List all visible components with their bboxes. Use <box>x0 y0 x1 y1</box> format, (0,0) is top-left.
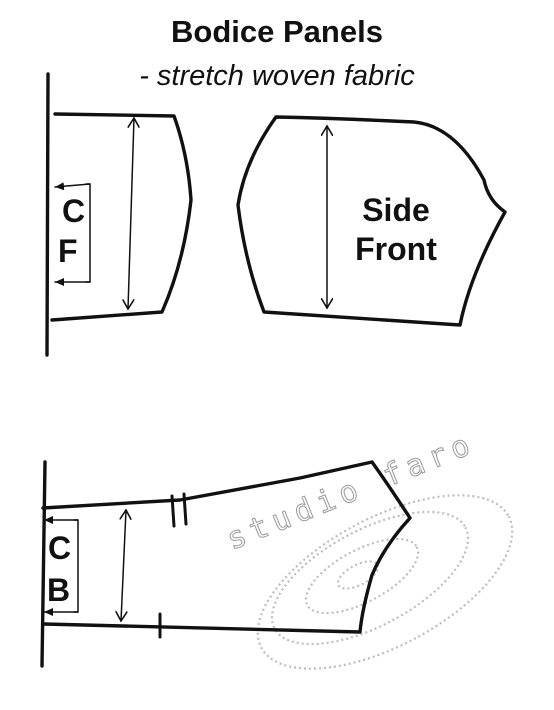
center-front-grainline <box>128 118 134 309</box>
center-front-fold-line <box>45 72 50 357</box>
center-back-label-b: B <box>47 572 70 608</box>
center-front-panel <box>45 72 193 357</box>
center-front-label-f: F <box>58 233 78 269</box>
center-back-label-c: C <box>48 530 71 566</box>
watermark: studio faro <box>221 425 514 670</box>
watermark-text: studio faro <box>222 426 481 558</box>
double-notch-2 <box>182 492 188 526</box>
side-front-label-line1: Side <box>362 192 430 228</box>
center-front-grain-bracket <box>54 182 91 286</box>
center-back-outline <box>41 460 412 634</box>
side-front-label-line2: Front <box>355 231 437 267</box>
side-front-outline <box>236 115 507 327</box>
center-back-fold-line <box>40 460 47 668</box>
side-front-panel <box>236 115 507 327</box>
double-notch-1 <box>170 494 176 528</box>
center-back-notches <box>158 492 188 639</box>
center-back-grainline <box>121 510 126 621</box>
center-back-panel <box>40 460 412 668</box>
center-back-grain-bracket <box>43 516 79 616</box>
center-front-label-c: C <box>62 193 85 229</box>
diagram-title: Bodice Panels <box>171 14 383 49</box>
center-front-outline <box>50 112 193 322</box>
diagram-subtitle: - stretch woven fabric <box>139 60 415 92</box>
